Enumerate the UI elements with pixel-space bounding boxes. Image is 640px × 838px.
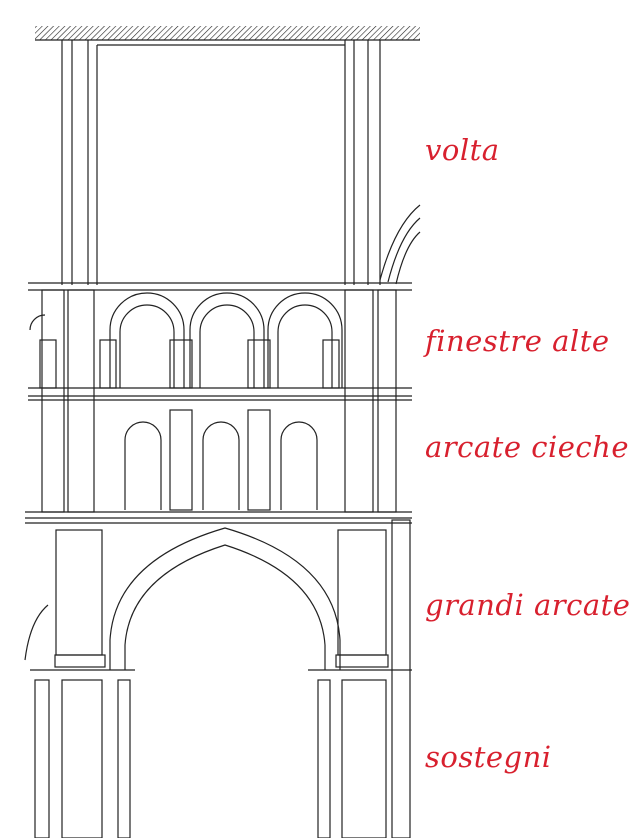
main-piers — [30, 289, 412, 838]
cornices — [25, 282, 412, 524]
label-vault: volta — [425, 133, 500, 167]
vault-section — [61, 40, 421, 285]
label-clerestory: finestre alte — [425, 324, 610, 358]
great-arch — [24, 527, 341, 670]
clerestory-columns — [39, 339, 340, 389]
label-main-arcade: grandi arcate — [425, 588, 631, 622]
label-supports: sostegni — [425, 740, 552, 774]
roof-hatch — [35, 26, 420, 40]
label-blind-arcade: arcate cieche — [425, 430, 629, 464]
clerestory-arches — [29, 292, 343, 388]
blind-arcades — [124, 409, 318, 511]
